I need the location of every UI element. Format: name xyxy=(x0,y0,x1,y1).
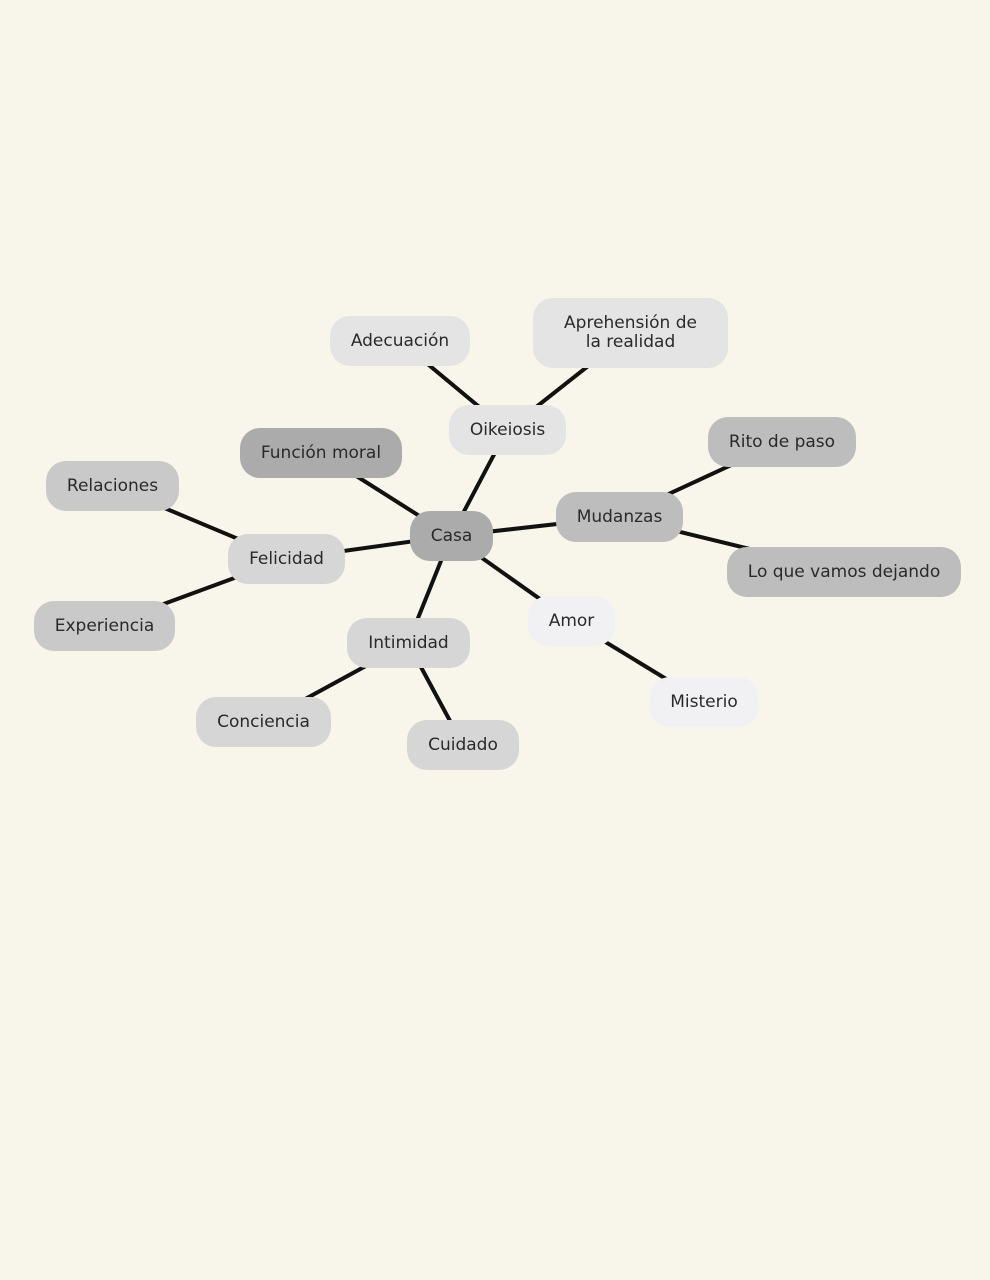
node-intimidad[interactable]: Intimidad xyxy=(347,618,470,668)
node-mudanzas[interactable]: Mudanzas xyxy=(556,492,683,542)
node-aprehension-de-la-realidad[interactable]: Aprehensión de la realidad xyxy=(533,298,728,368)
node-casa[interactable]: Casa xyxy=(410,511,493,561)
node-adecuacion[interactable]: Adecuación xyxy=(330,316,470,366)
node-relaciones[interactable]: Relaciones xyxy=(46,461,179,511)
node-cuidado[interactable]: Cuidado xyxy=(407,720,519,770)
node-lo-que-vamos-dejando[interactable]: Lo que vamos dejando xyxy=(727,547,961,597)
node-conciencia[interactable]: Conciencia xyxy=(196,697,331,747)
node-felicidad[interactable]: Felicidad xyxy=(228,534,345,584)
node-misterio[interactable]: Misterio xyxy=(650,677,758,727)
node-experiencia[interactable]: Experiencia xyxy=(34,601,175,651)
node-funcion-moral[interactable]: Función moral xyxy=(240,428,402,478)
node-amor[interactable]: Amor xyxy=(528,596,615,646)
node-oikeiosis[interactable]: Oikeiosis xyxy=(449,405,566,455)
node-rito-de-paso[interactable]: Rito de paso xyxy=(708,417,856,467)
